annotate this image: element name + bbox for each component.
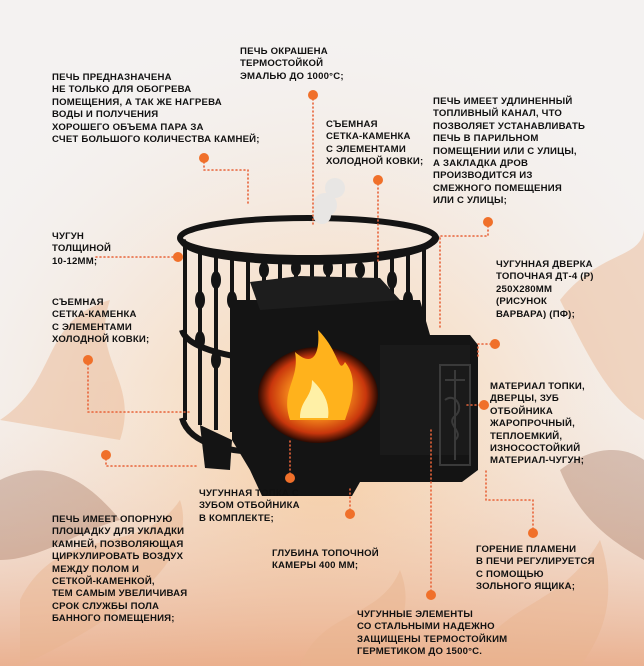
flame-wisps <box>0 230 644 666</box>
label-firebox: ЧУГУННАЯ ТОПКА С ЗУБОМ ОТБОЙНИКА В КОМПЛ… <box>199 488 300 524</box>
marker-material <box>479 400 489 410</box>
stove <box>177 178 478 496</box>
label-channel: ПЕЧЬ ИМЕЕТ УДЛИНЕННЫЙ ТОПЛИВНЫЙ КАНАЛ, Ч… <box>433 96 586 207</box>
marker-enamel <box>308 90 318 100</box>
flames <box>287 330 353 420</box>
marker-firebox <box>285 473 295 483</box>
door-ornament <box>439 364 471 466</box>
marker-door <box>490 339 500 349</box>
marker-channel <box>483 217 493 227</box>
label-platform: ПЕЧЬ ИМЕЕТ ОПОРНУЮ ПЛОЩАДКУ ДЛЯ УКЛАДКИ … <box>52 514 188 625</box>
label-iron: ЧУГУН ТОЛЩИНОЙ 10-12ММ; <box>52 231 112 267</box>
label-flame: ГОРЕНИЕ ПЛАМЕНИ В ПЕЧИ РЕГУЛИРУЕТСЯ С ПО… <box>476 544 595 593</box>
marker-depth <box>345 509 355 519</box>
steam <box>313 178 345 224</box>
marker-mesh-top <box>373 175 383 185</box>
label-door: ЧУГУННАЯ ДВЕРКА ТОПОЧНАЯ ДТ-4 (Р) 250Х28… <box>496 259 594 320</box>
marker-platform <box>101 450 111 460</box>
label-mesh-top: СЪЕМНАЯ СЕТКА-КАМЕНКА С ЭЛЕМЕНТАМИ ХОЛОД… <box>326 119 424 168</box>
label-depth: ГЛУБИНА ТОПОЧНОЙ КАМЕРЫ 400 ММ; <box>272 548 379 572</box>
marker-purpose <box>199 153 209 163</box>
label-mesh-left: СЪЕМНАЯ СЕТКА-КАМЕНКА С ЭЛЕМЕНТАМИ ХОЛОД… <box>52 297 150 346</box>
marker-flame <box>528 528 538 538</box>
label-sealant: ЧУГУННЫЕ ЭЛЕМЕНТЫ СО СТАЛЬНЫМИ НАДЕЖНО З… <box>357 609 508 658</box>
marker-iron <box>173 252 183 262</box>
flame-dark <box>0 450 644 560</box>
label-purpose: ПЕЧЬ ПРЕДНАЗНАЧЕНА НЕ ТОЛЬКО ДЛЯ ОБОГРЕВ… <box>52 72 260 146</box>
marker-mesh-left <box>83 355 93 365</box>
label-material: МАТЕРИАЛ ТОПКИ, ДВЕРЦЫ, ЗУБ ОТБОЙНИКА ЖА… <box>490 381 585 467</box>
markers <box>83 90 538 600</box>
label-enamel: ПЕЧЬ ОКРАШЕНА ТЕРМОСТОЙКОЙ ЭМАЛЬЮ ДО 100… <box>240 46 344 82</box>
marker-sealant <box>426 590 436 600</box>
